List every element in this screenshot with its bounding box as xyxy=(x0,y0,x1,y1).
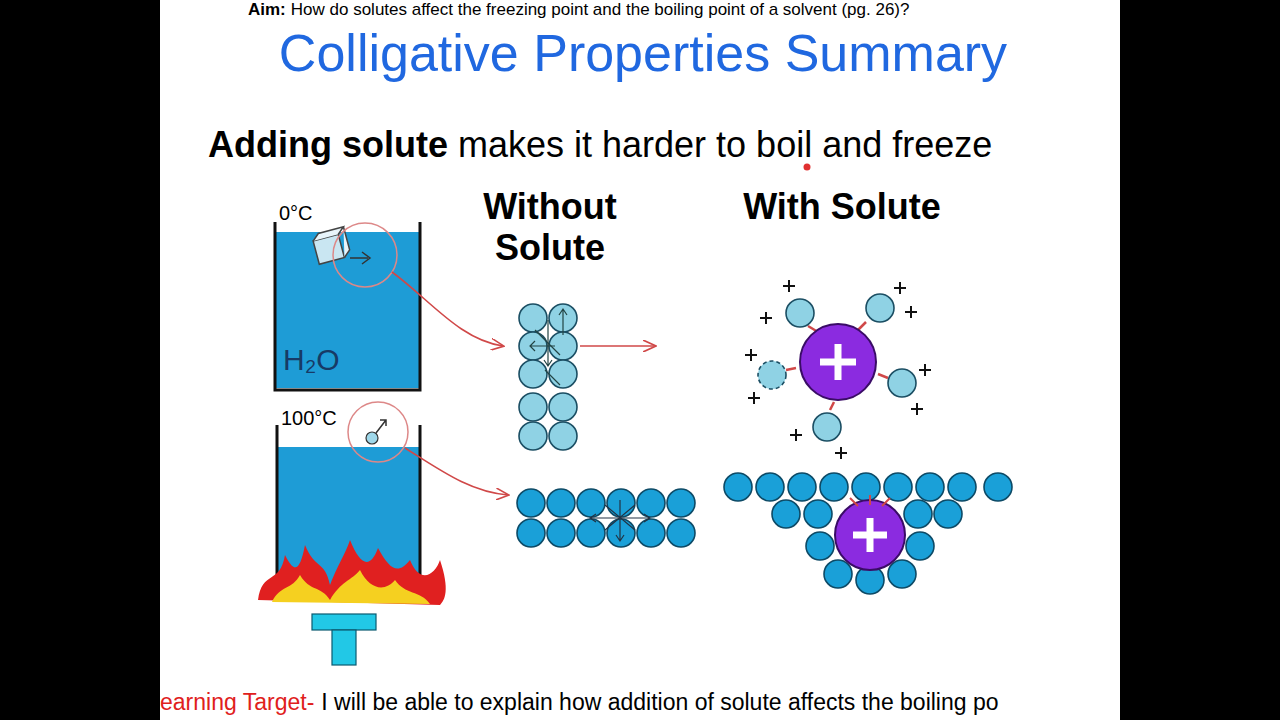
slide-title: Colligative Properties Summary xyxy=(279,24,1007,84)
column-heading: Without Solute xyxy=(450,186,650,269)
aim-text: How do solutes affect the freezing point… xyxy=(291,0,910,20)
lead-text: makes it harder to boil and freeze xyxy=(458,124,992,165)
temperature-label: 0°C xyxy=(279,202,313,225)
column-heading: With Solute xyxy=(742,186,942,227)
temperature-label: 100°C xyxy=(281,407,337,430)
aim-label: Aim: xyxy=(248,0,286,20)
target-label: earning Target- xyxy=(160,689,314,715)
lead-bold: Adding solute xyxy=(208,124,448,165)
target-text: I will be able to explain how addition o… xyxy=(321,689,998,715)
solvent-label: H₂O xyxy=(283,343,340,378)
